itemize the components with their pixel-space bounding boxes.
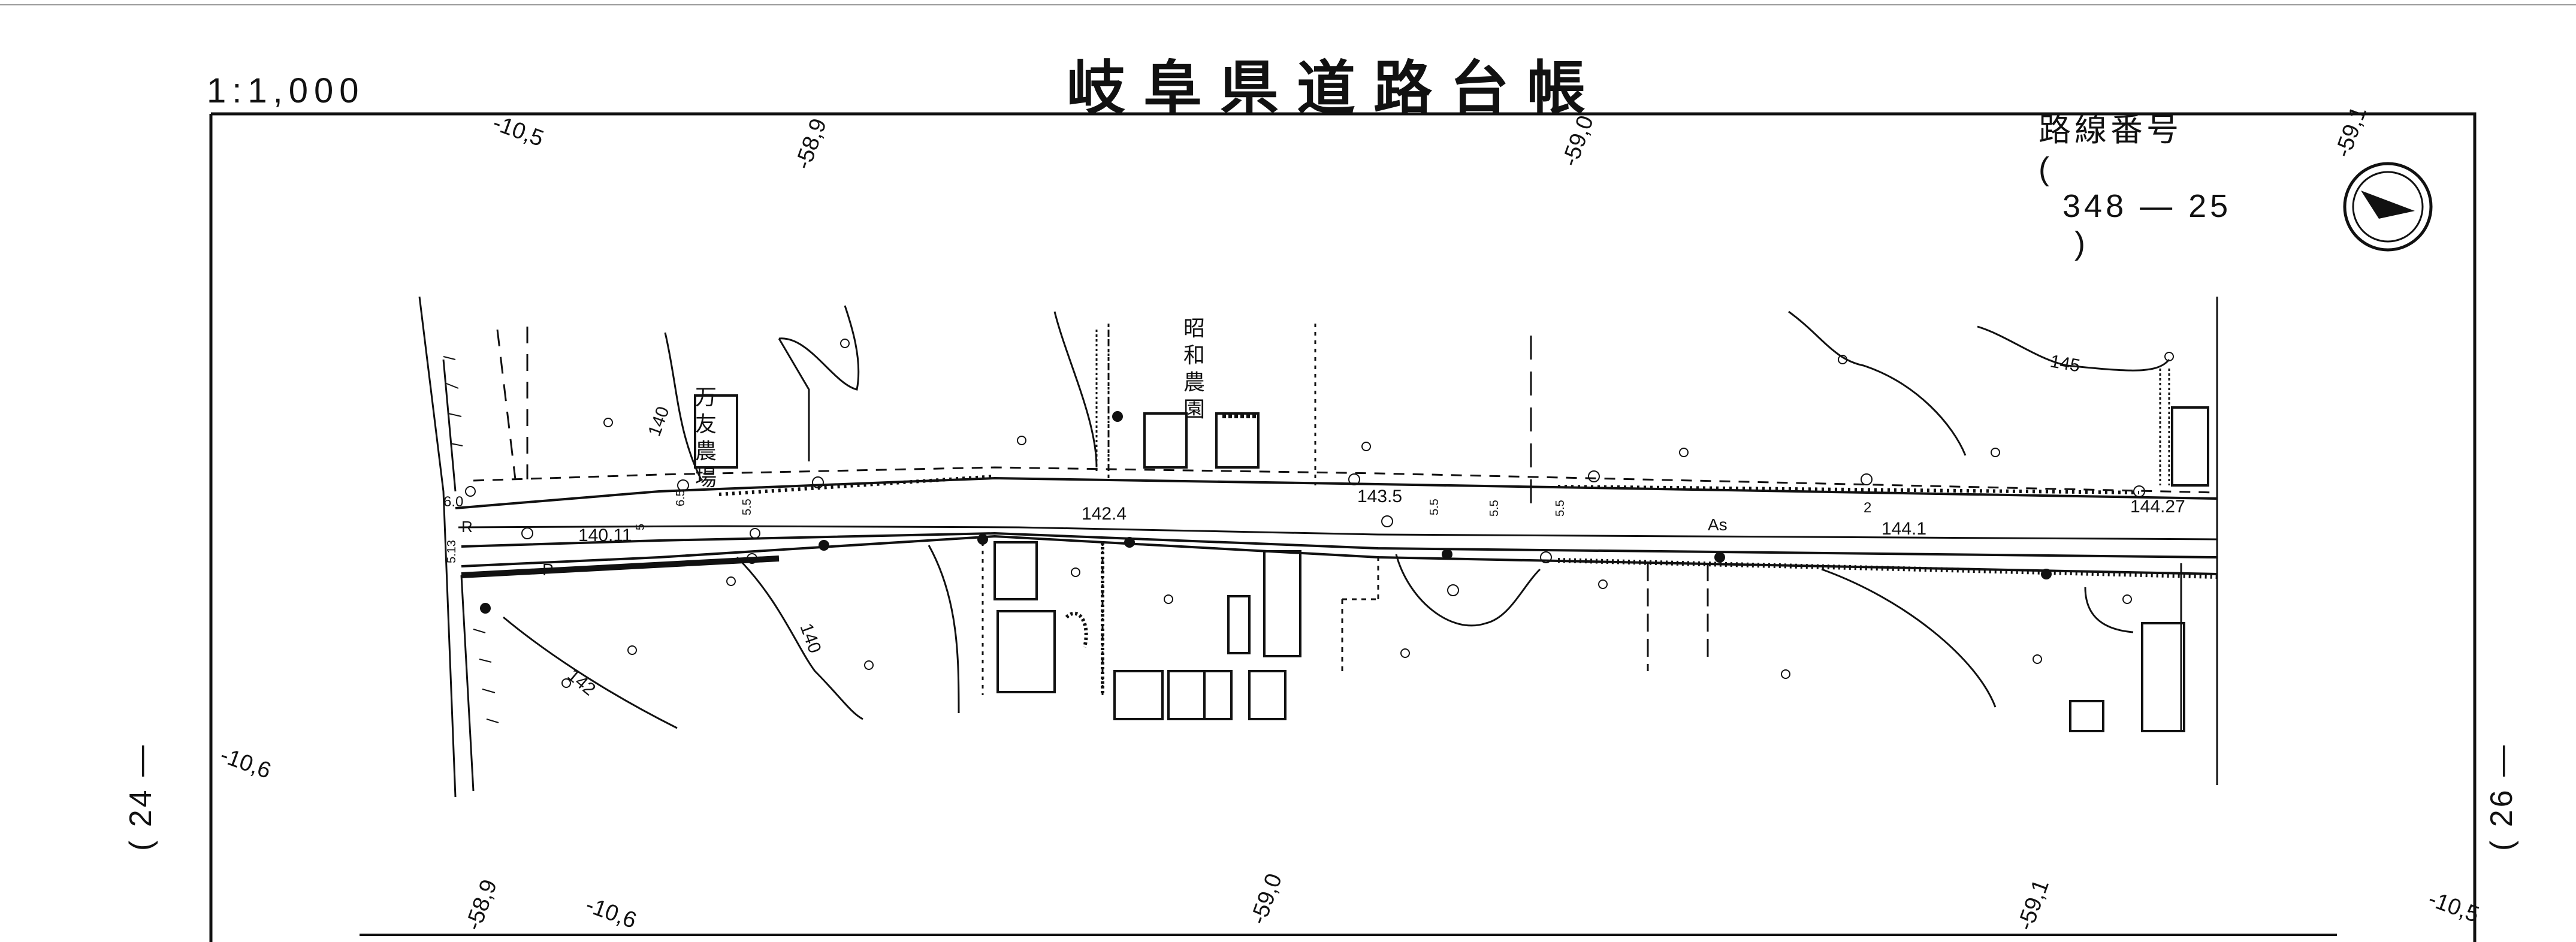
buildings <box>694 394 2209 732</box>
fences <box>1065 330 2170 695</box>
elevation-e4: 144.1 <box>1882 519 1926 539</box>
road-mark-2: 2 <box>1864 500 1871 516</box>
route-label: 路線番号 <box>2039 112 2183 148</box>
map-frame <box>209 112 2477 942</box>
road-width-55c: 5.5 <box>1488 500 1501 517</box>
route-open-paren: ( <box>2039 151 2053 187</box>
route-number-block: 路線番号 ( 348 — 25 ) <box>2013 66 2255 262</box>
road-mark-p: P <box>542 560 554 579</box>
grid-label-left-mid: -10,6 <box>217 742 274 784</box>
farm-2-char-1: 昭 <box>1183 316 1205 341</box>
farm-2-char-2: 和 <box>1183 343 1205 368</box>
grid-label-top-3: -59,0 <box>1557 112 1599 170</box>
left-intersection <box>418 296 499 798</box>
elevation-e5: 144.27 <box>2130 497 2185 517</box>
contour-label-c4: 145 <box>2049 351 2082 376</box>
place-name-farm-2: 昭 和 農 園 <box>1183 316 1205 422</box>
road-width-65: 6.5 <box>674 490 687 506</box>
farm-1-char-4: 場 <box>695 466 717 491</box>
elevation-e2: 142.4 <box>1082 504 1127 524</box>
grid-label-bottom-3: -59,0 <box>1246 870 1287 928</box>
grid-label-top-2: -58,9 <box>790 115 832 173</box>
elevation-e3: 143.5 <box>1357 487 1402 506</box>
route-close-paren: ) <box>2074 225 2089 261</box>
road-mark-r: R <box>461 518 473 536</box>
road-width-55d: 5.5 <box>1554 500 1567 517</box>
grid-label-top-1: -10,5 <box>490 110 547 152</box>
road-carriageway <box>455 466 2218 579</box>
road-width-60: 6.0 <box>443 494 463 510</box>
grid-labels: -10,5 -58,9 -59,0 -59,1 -10,6 -58,9 -10,… <box>217 103 2483 934</box>
contour-label-c1: 140 <box>645 404 674 439</box>
farm-1-char-1: 万 <box>695 385 717 410</box>
road-surface-label: As <box>1708 515 1728 534</box>
road-width-55b: 5.5 <box>1428 499 1441 515</box>
grid-label-top-4: -59,1 <box>2330 103 2372 161</box>
utility-markers <box>480 411 2052 614</box>
place-name-farm-1: 万 友 農 場 <box>695 385 717 491</box>
elevation-e1: 140.11 <box>578 526 632 545</box>
parcel-boundaries <box>496 297 2218 785</box>
farm-1-char-3: 農 <box>695 439 717 464</box>
road-width-513: 5.13 <box>445 540 458 563</box>
farm-1-char-2: 友 <box>695 412 717 437</box>
map-title: 岐阜県道路台帳 <box>1067 55 1604 123</box>
road-measurement-labels: As P R 6.0 5.13 5.5 5.5 5.5 5.5 6.5 5 2 <box>443 490 1871 579</box>
road-width-5: 5 <box>634 524 647 530</box>
grid-label-bottom-4: -59,1 <box>2013 876 2054 934</box>
farm-2-char-4: 園 <box>1183 397 1205 422</box>
elevation-labels: 140.11 142.4 143.5 144.1 144.27 140 142 … <box>564 351 2185 699</box>
contour-label-c2: 142 <box>564 665 600 699</box>
farm-2-char-3: 農 <box>1183 370 1205 395</box>
grid-label-bottom-2: -10,6 <box>582 892 640 934</box>
survey-points <box>465 339 2174 688</box>
route-number: 348 — 25 <box>2062 188 2232 224</box>
contour-label-c3: 140 <box>796 621 825 656</box>
grid-label-bottom-1: -58,9 <box>461 876 502 934</box>
contour-lines <box>503 305 2170 729</box>
map-scale: 1:1,000 <box>207 71 365 110</box>
north-arrow-icon <box>2343 162 2433 252</box>
road-width-55a: 5.5 <box>741 499 754 515</box>
